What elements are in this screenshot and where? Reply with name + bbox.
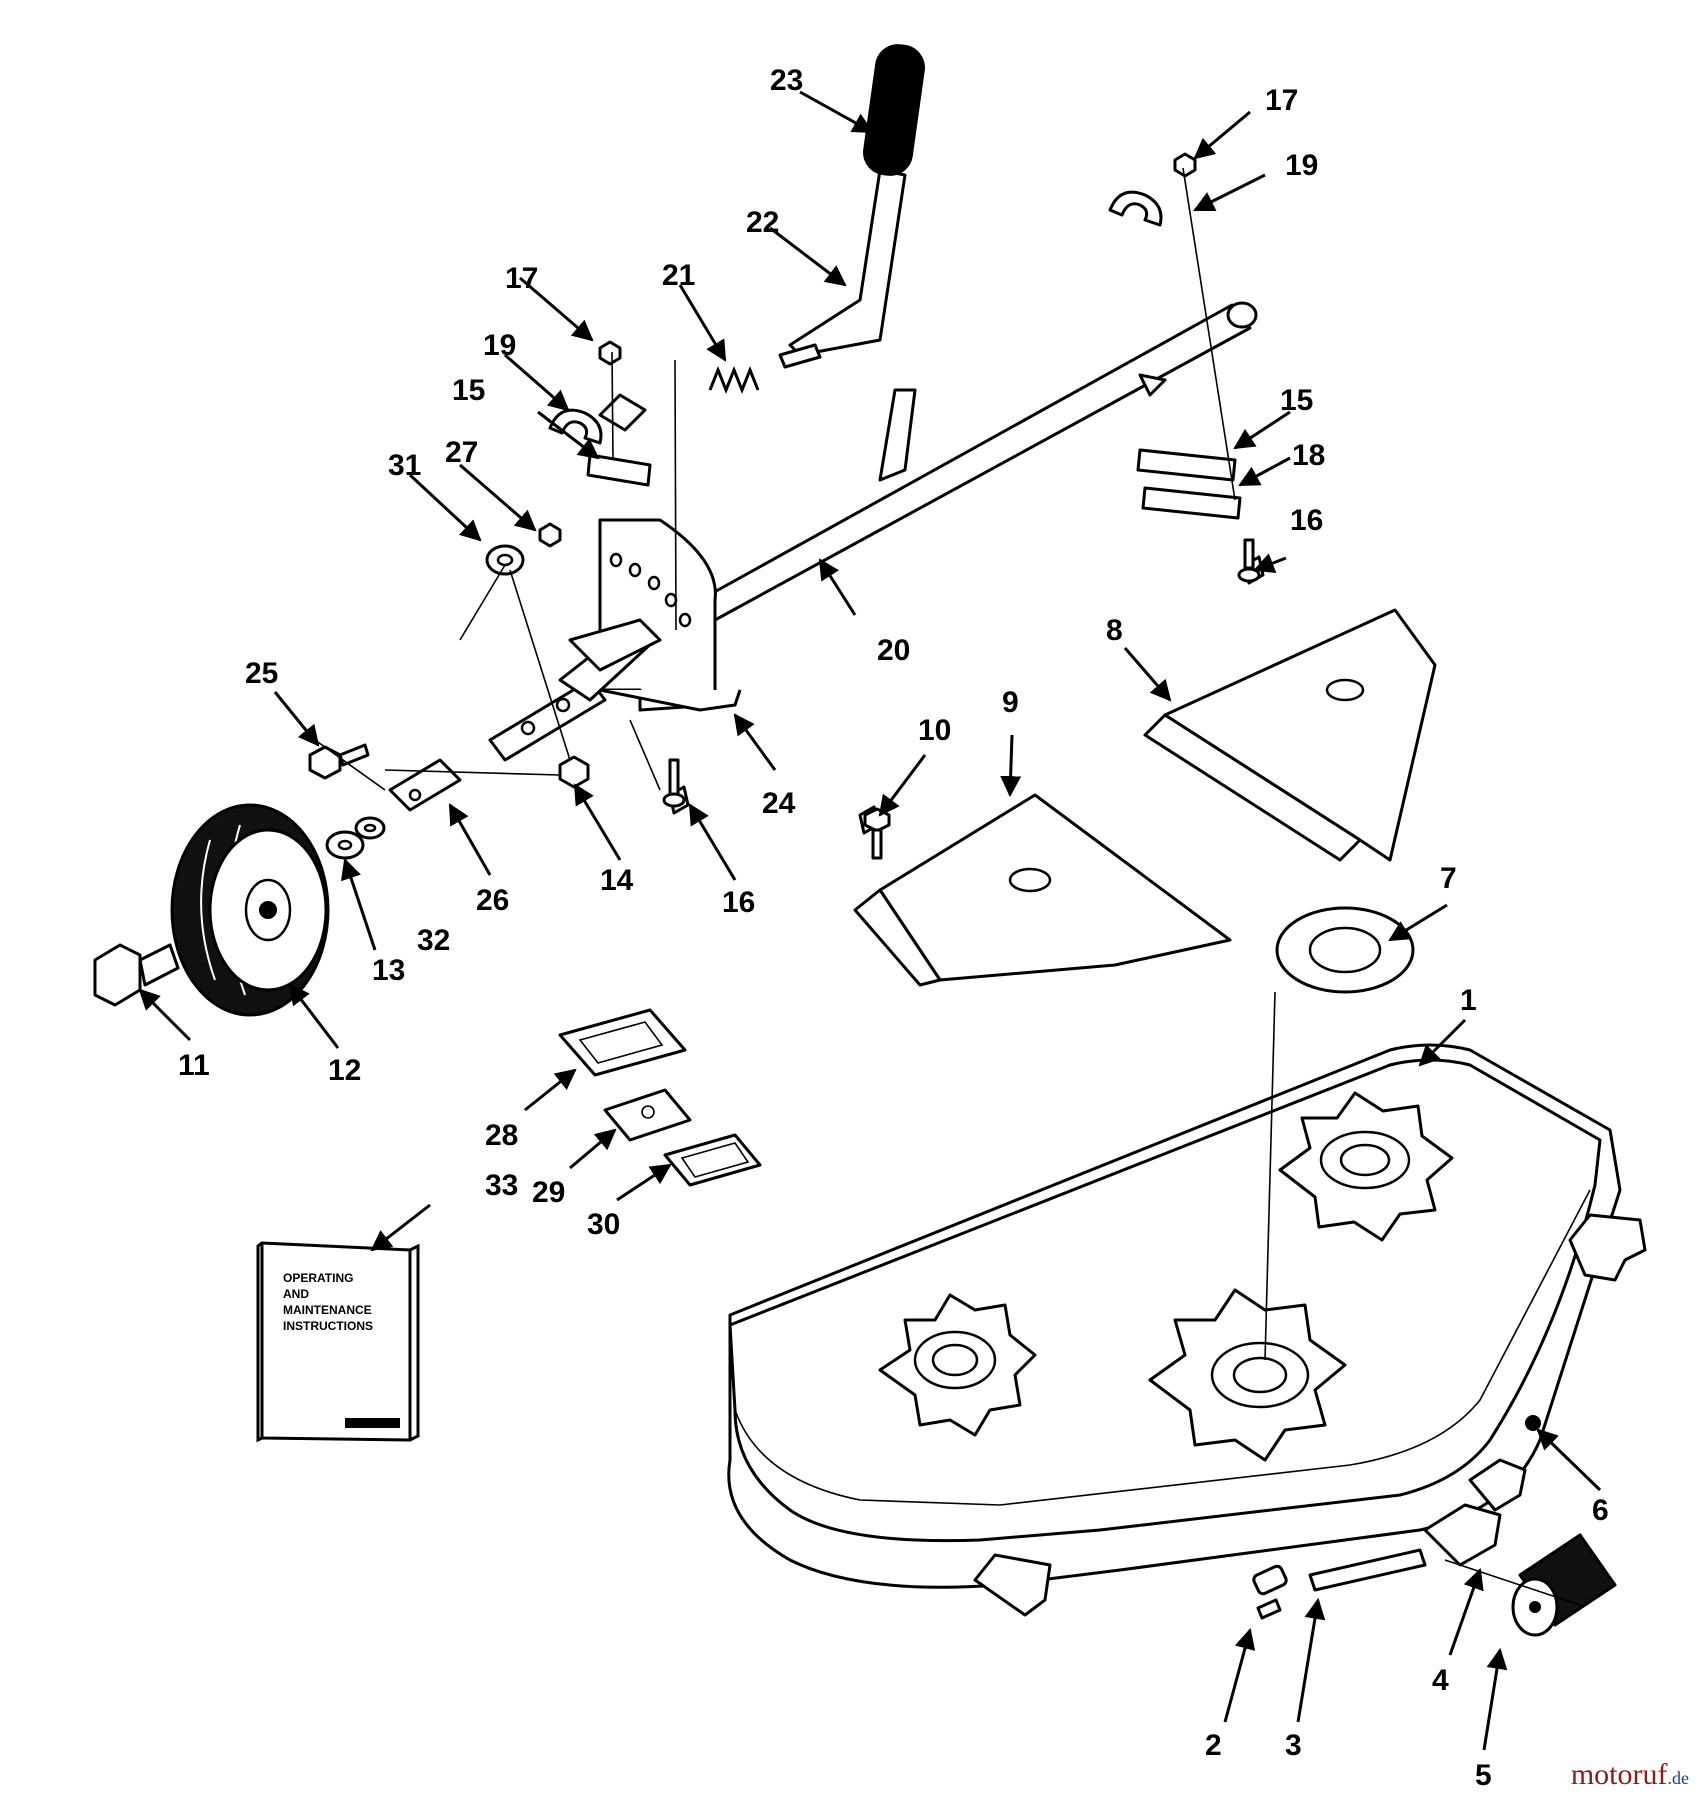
callout-15-right: 15: [1280, 384, 1313, 417]
manual-logo: [345, 1418, 400, 1428]
callout-19-right: 19: [1285, 149, 1318, 182]
callout-10: 10: [918, 714, 951, 747]
watermark-brand: motoruf: [1570, 1758, 1668, 1791]
callout-31: 31: [388, 449, 421, 482]
callout-20: 20: [877, 634, 910, 667]
callout-28: 28: [485, 1119, 518, 1152]
callout-24: 24: [762, 787, 796, 820]
watermark: motoruf.de: [1571, 1758, 1689, 1792]
callout-18: 18: [1292, 439, 1325, 472]
lift-lever: [778, 44, 925, 369]
callout-12: 12: [328, 1054, 361, 1087]
callout-29: 29: [532, 1176, 565, 1209]
callout-arrows: [138, 90, 1602, 1751]
callout-3: 3: [1285, 1729, 1302, 1762]
callout-17-left: 17: [505, 262, 538, 295]
decal-30: [663, 1133, 762, 1187]
callout-21: 21: [662, 259, 695, 292]
deck-washer-7: [1275, 906, 1415, 994]
callout-16-left: 16: [722, 886, 755, 919]
assembly-lines: [314, 167, 1581, 1606]
manual-line-1: OPERATING: [283, 1271, 353, 1285]
bolt-10: [863, 807, 891, 860]
washer-13: [325, 830, 365, 860]
callout-19-left: 19: [483, 329, 516, 362]
callout-11: 11: [178, 1049, 210, 1082]
axle-bracket: [388, 758, 462, 812]
callout-9: 9: [1002, 686, 1019, 719]
callout-30: 30: [587, 1208, 620, 1241]
wheel: [170, 803, 330, 1017]
callout-6: 6: [1592, 1494, 1609, 1527]
callout-32: 32: [417, 924, 450, 957]
lever-spring: [708, 365, 760, 395]
wheel-arm: [488, 618, 662, 762]
callout-27: 27: [445, 436, 478, 469]
callout-15-left: 15: [452, 374, 485, 407]
decal-29: [603, 1088, 692, 1142]
callout-16-right: 16: [1290, 504, 1323, 537]
callout-5: 5: [1475, 1759, 1492, 1792]
watermark-suffix: .de: [1667, 1768, 1690, 1788]
callout-7: 7: [1440, 862, 1457, 895]
callout-33: 33: [485, 1169, 518, 1202]
callout-26: 26: [476, 884, 509, 917]
belt-cover-9: [853, 793, 1232, 987]
callout-13: 13: [372, 954, 405, 987]
screw-16-left: [662, 758, 686, 808]
callout-14: 14: [600, 864, 634, 897]
spindle-cutout-right: [1278, 1091, 1454, 1242]
callout-4: 4: [1432, 1664, 1449, 1697]
decal-28: [558, 1008, 687, 1077]
callout-25: 25: [245, 657, 278, 690]
axle-bolt: [93, 943, 180, 1007]
callout-17-right: 17: [1265, 84, 1298, 117]
callout-8: 8: [1106, 614, 1123, 647]
mower-deck: [727, 1043, 1647, 1617]
operating-manual: OPERATING AND MAINTENANCE INSTRUCTIONS: [256, 1241, 420, 1443]
callout-23: 23: [770, 64, 803, 97]
roller: [1511, 1533, 1617, 1637]
manual-line-2: AND: [283, 1287, 309, 1301]
manual-line-3: MAINTENANCE: [283, 1303, 372, 1317]
manual-line-4: INSTRUCTIONS: [283, 1319, 373, 1333]
callout-labels: 1 2 3 4 5 6 7 8 9 10 11 12 13 14 15 15 1…: [178, 64, 1609, 1792]
spindle-cutout-center: [1148, 1288, 1347, 1462]
spindle-cutout-left: [878, 1293, 1037, 1437]
hardware-small: [308, 152, 1265, 835]
callout-2: 2: [1205, 1729, 1222, 1762]
callout-22: 22: [746, 206, 779, 239]
callout-1: 1: [1460, 984, 1477, 1017]
washer-32: [354, 816, 386, 840]
belt-cover-8: [1143, 608, 1437, 862]
